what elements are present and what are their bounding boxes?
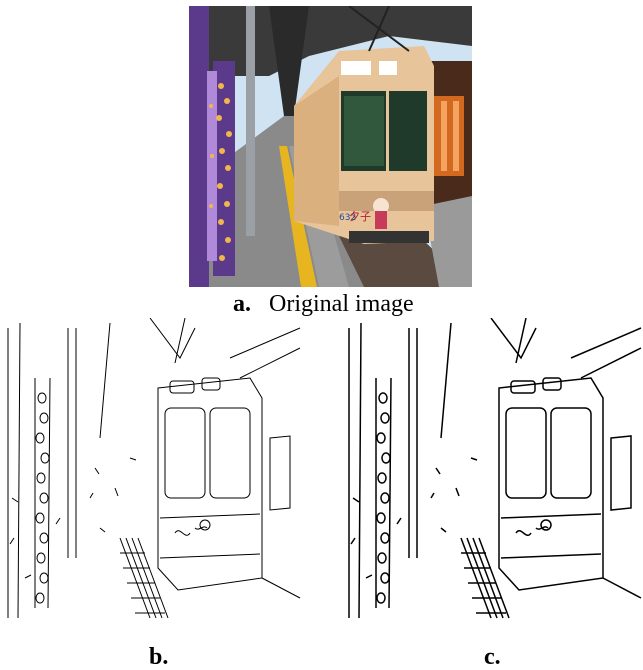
caption-a-letter: a. (233, 291, 251, 317)
train-number: 632 (339, 213, 356, 223)
caption-a: a. Original image (233, 292, 414, 316)
caption-c: c. (484, 644, 501, 670)
decal-text: 夕子 (349, 210, 371, 223)
caption-b: b. (149, 644, 169, 670)
edge-map-b (0, 318, 302, 626)
edge-map-c (341, 318, 643, 626)
original-photo: 夕子 632 (189, 6, 472, 287)
caption-a-text: Original image (269, 291, 414, 317)
